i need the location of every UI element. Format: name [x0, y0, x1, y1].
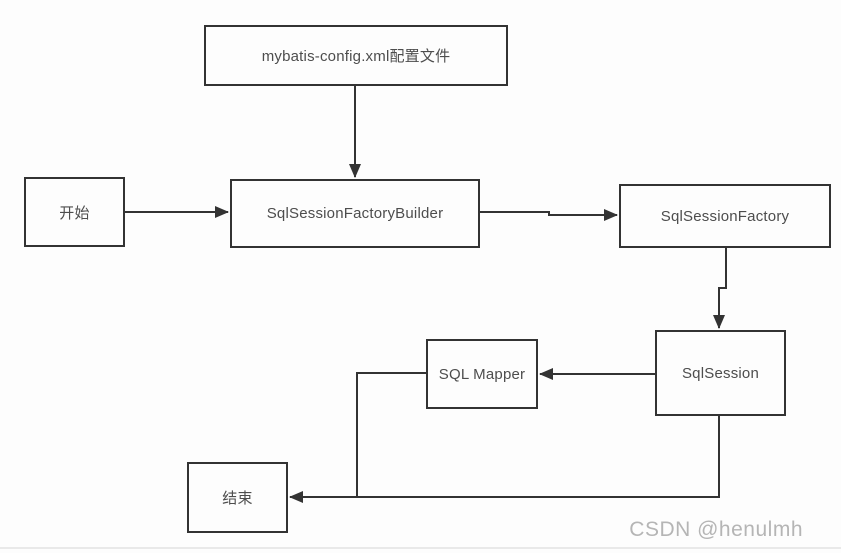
node-end-label: 结束 — [222, 490, 253, 507]
node-mybatis-config-label: mybatis-config.xml配置文件 — [261, 48, 451, 65]
node-sqlsession: SqlSession — [655, 330, 786, 416]
node-sqlsession-label: SqlSession — [681, 364, 760, 382]
edge-builder-to-factory — [480, 209, 618, 221]
node-start-label: 开始 — [59, 204, 90, 222]
node-end: 结束 — [187, 462, 288, 533]
node-sql-mapper-label: SQL Mapper — [438, 365, 526, 383]
node-sqlsessionfactorybuilder-label: SqlSessionFactoryBuilder — [266, 205, 444, 222]
node-mybatis-config: mybatis-config.xml配置文件 — [204, 25, 508, 86]
node-sql-mapper: SQL Mapper — [426, 339, 538, 409]
csdn-watermark: CSDN @henulmh — [629, 518, 803, 541]
node-start: 开始 — [24, 177, 125, 247]
edge-session-to-end — [289, 416, 720, 503]
bottom-divider — [0, 547, 841, 549]
node-sqlsessionfactorybuilder: SqlSessionFactoryBuilder — [230, 179, 480, 248]
edge-factory-to-session — [713, 248, 727, 329]
node-sqlsessionfactory-label: SqlSessionFactory — [660, 207, 790, 225]
node-sqlsessionfactory: SqlSessionFactory — [619, 184, 831, 248]
edge-mapper-to-end-branch — [356, 372, 426, 497]
